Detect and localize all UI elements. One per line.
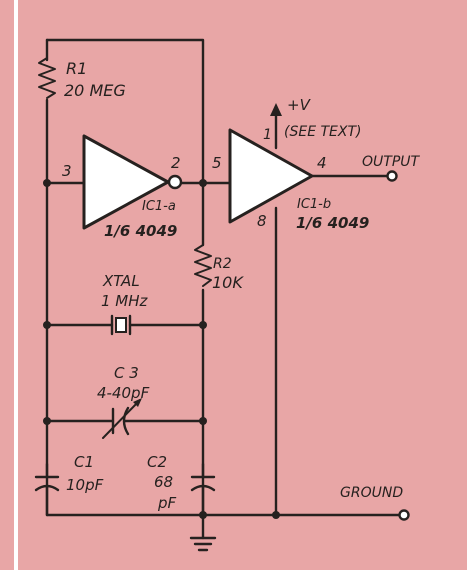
r1-value-label: 20 MEG <box>64 81 126 100</box>
crystal-symbol <box>110 314 132 336</box>
ic1b-part-label: 1/6 4049 <box>296 214 369 232</box>
ground-label: GROUND <box>340 485 403 501</box>
ic1a-part-label: 1/6 4049 <box>104 222 177 240</box>
ic1b-pin-vss-label: 8 <box>257 212 267 230</box>
junction-dot <box>199 417 207 425</box>
ic1a-pin-in-label: 3 <box>62 162 72 180</box>
c1-capacitor-symbol <box>34 475 60 492</box>
c2-unit-label: pF <box>157 494 177 512</box>
ic1a-ref-label: IC1-a <box>142 199 176 214</box>
ic1b-pin-in-label: 5 <box>212 154 222 172</box>
junction-dot <box>43 179 51 187</box>
ic1a-inverter <box>82 134 170 230</box>
supply-label: +V <box>287 96 312 114</box>
variable-capacitor-symbol <box>102 398 142 439</box>
r2-ref-label: R2 <box>213 256 232 272</box>
c3-value-label: 4-40pF <box>97 384 150 402</box>
c3-ref-label: C 3 <box>114 364 139 382</box>
ground-symbol-icon <box>189 536 217 552</box>
c2-value-label: 68 <box>154 473 173 491</box>
ic1b-ref-label: IC1-b <box>297 197 331 212</box>
supply-note-label: (SEE TEXT) <box>284 124 362 140</box>
ground-terminal <box>398 509 410 521</box>
r1-ref-label: R1 <box>66 59 87 78</box>
top-wire <box>45 38 205 185</box>
c1-value-label: 10pF <box>66 476 104 494</box>
left-border <box>14 0 18 570</box>
vplus-arrow-icon <box>270 103 282 116</box>
junction-dot <box>199 179 207 187</box>
ic1b-pin-out-label: 4 <box>317 154 327 172</box>
junction-dot <box>43 417 51 425</box>
ic1b-pin-vdd-label: 1 <box>263 127 272 143</box>
r2-value-label: 10K <box>212 273 244 292</box>
xtal-value-label: 1 MHz <box>101 292 149 310</box>
junction-dot <box>199 321 207 329</box>
r2-resistor <box>194 244 212 287</box>
ic1b-inverter <box>228 128 314 224</box>
xtal-ref-label: XTAL <box>102 272 140 290</box>
output-label: OUTPUT <box>362 154 421 170</box>
ic1a-bubble <box>167 174 183 190</box>
output-terminal <box>386 170 398 182</box>
r1-resistor <box>38 57 56 99</box>
c2-ref-label: C2 <box>147 453 167 471</box>
junction-dot <box>199 511 207 519</box>
c2-capacitor-symbol <box>190 475 216 492</box>
ic1a-pin-out-label: 2 <box>171 154 181 172</box>
c1-ref-label: C1 <box>74 453 94 471</box>
junction-dot <box>43 321 51 329</box>
junction-dot <box>272 511 280 519</box>
